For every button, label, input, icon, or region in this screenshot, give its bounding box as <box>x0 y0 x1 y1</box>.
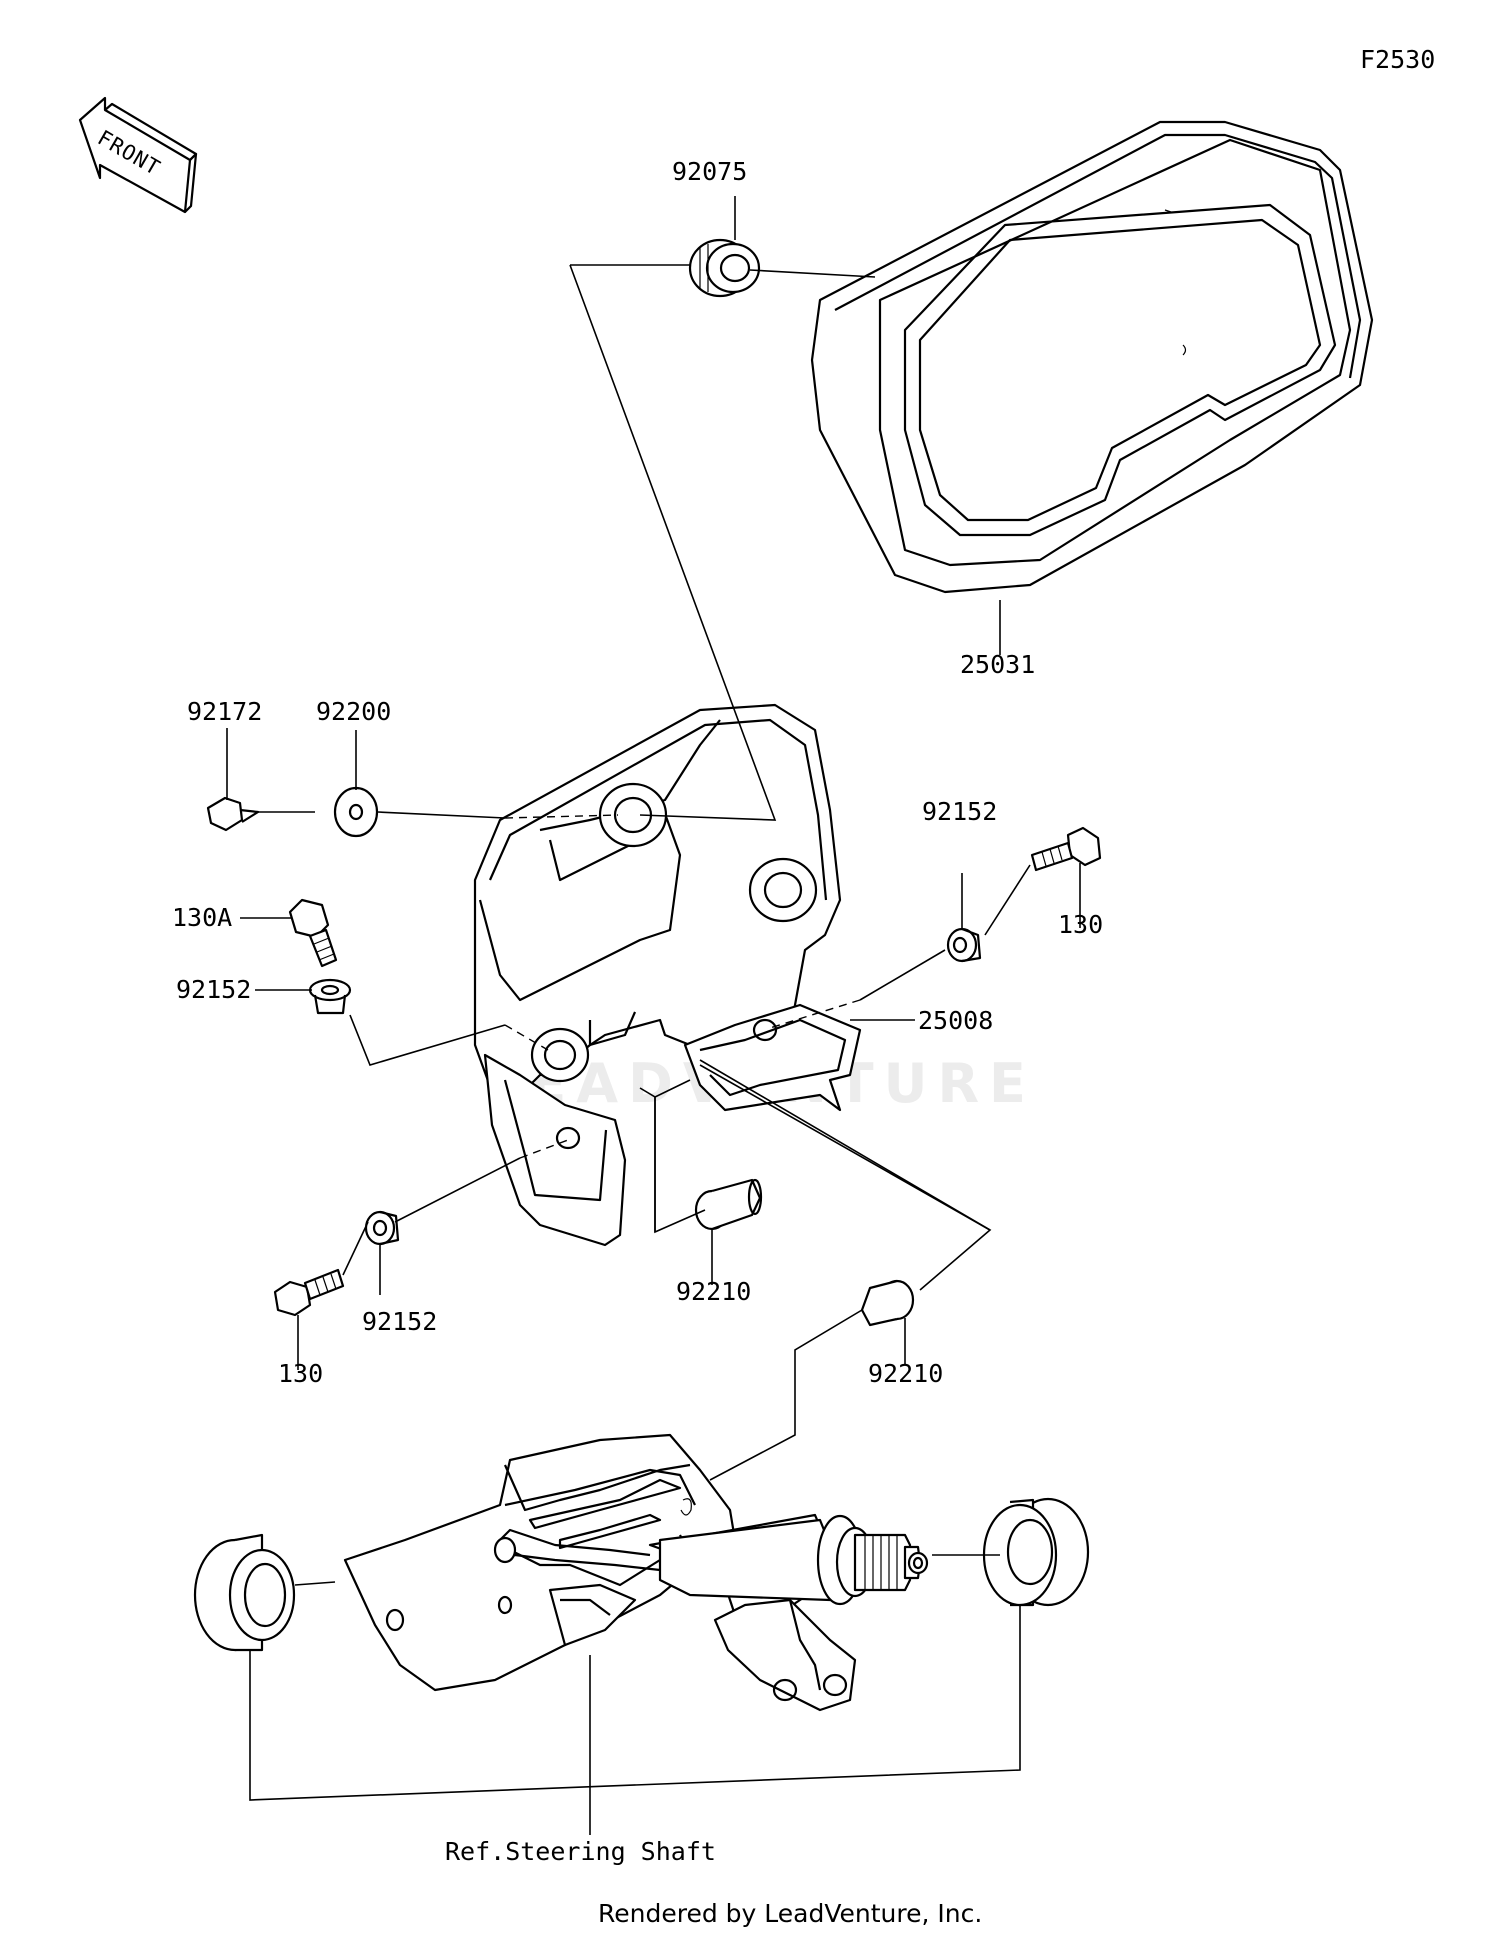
bolt-130-bottom <box>273 1268 345 1317</box>
meter-bracket <box>473 703 862 1247</box>
label-92172: 92172 <box>187 697 262 726</box>
label-92210-center: 92210 <box>676 1277 751 1306</box>
label-130a: 130A <box>172 903 232 932</box>
leader-lines <box>226 196 1081 1835</box>
collar-92152-left <box>308 978 352 1015</box>
reference-label: Ref.Steering Shaft <box>445 1837 716 1866</box>
label-130-right: 130 <box>1058 910 1103 939</box>
figure-code: F2530 <box>1360 45 1435 74</box>
front-arrow-icon: FRONT <box>78 96 198 214</box>
collar-92152-bottom <box>364 1210 400 1246</box>
label-92210-right: 92210 <box>868 1359 943 1388</box>
collar-92210-right <box>860 1279 915 1327</box>
meter-assembly <box>810 120 1374 594</box>
label-92152-bottom: 92152 <box>362 1307 437 1336</box>
label-92152-right: 92152 <box>922 797 997 826</box>
bearing-right <box>982 1497 1090 1607</box>
grommet-92075 <box>688 238 761 298</box>
screw-92172 <box>206 796 260 832</box>
washer-92200 <box>333 786 379 838</box>
label-25031: 25031 <box>960 650 1035 679</box>
label-130-bottom: 130 <box>278 1359 323 1388</box>
steering-shaft-assembly <box>343 1433 929 1712</box>
bolt-130-right <box>1030 826 1102 872</box>
label-92152-left: 92152 <box>176 975 251 1004</box>
footer-credit: Rendered by LeadVenture, Inc. <box>598 1899 982 1928</box>
part-labels: 92075 25031 92172 92200 130A 92152 92152… <box>172 157 1103 1866</box>
label-92200: 92200 <box>316 697 391 726</box>
bearing-left <box>193 1533 296 1652</box>
label-25008: 25008 <box>918 1006 993 1035</box>
bolt-130a <box>288 898 338 968</box>
label-92075: 92075 <box>672 157 747 186</box>
collar-92210-center <box>694 1178 763 1231</box>
collar-92152-right <box>946 927 982 963</box>
